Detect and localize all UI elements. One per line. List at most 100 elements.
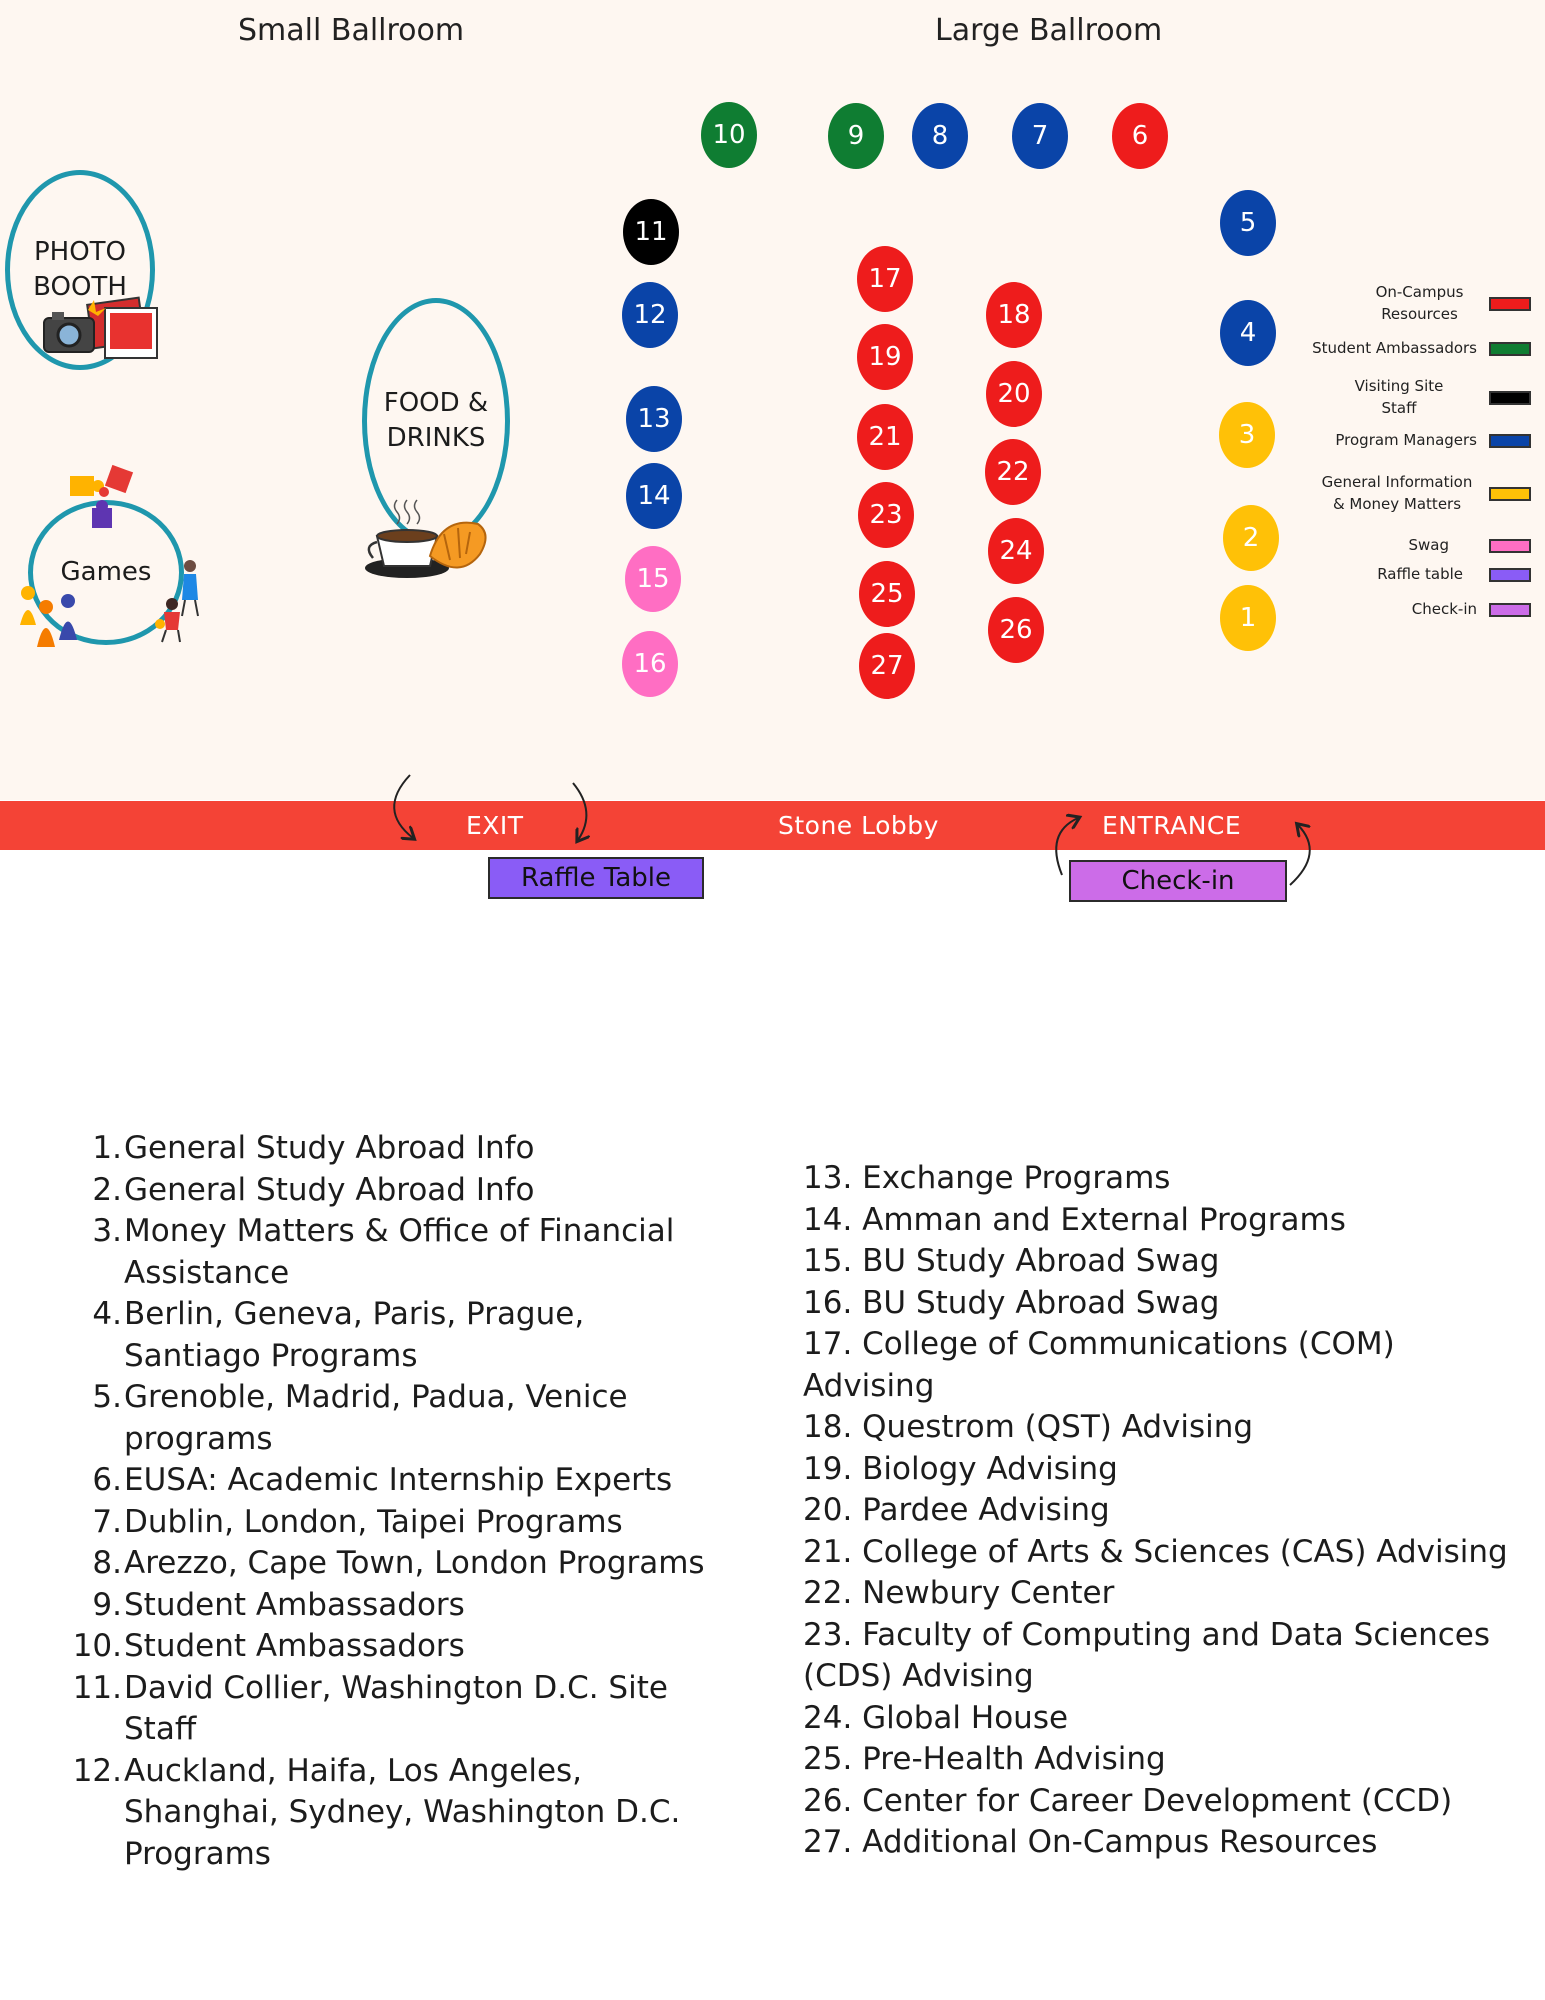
list-item: 22. Newbury Center — [803, 1575, 1115, 1611]
table-15: 15 — [625, 546, 681, 612]
table-19: 19 — [857, 324, 913, 390]
list-item-text: Money Matters & Office of Financial Assi… — [124, 1213, 675, 1291]
list-item-text: EUSA: Academic Internship Experts — [124, 1462, 673, 1498]
list-item: 20. Pardee Advising — [803, 1492, 1110, 1528]
table-number: 26 — [999, 615, 1033, 645]
legend-swatch — [1489, 341, 1531, 356]
list-item: 7.Dublin, London, Taipei Programs — [70, 1502, 720, 1544]
table-number: 20 — [997, 379, 1031, 409]
table-number: 16 — [633, 649, 667, 679]
table-1: 1 — [1220, 585, 1276, 651]
puzzle-pieces-icon — [70, 464, 134, 528]
table-number: 14 — [637, 481, 671, 511]
legend-label: Raffle table — [1377, 565, 1463, 583]
legend-label: Swag — [1408, 536, 1449, 554]
entrance-arrows-icon — [1055, 805, 1311, 886]
table-3: 3 — [1219, 402, 1275, 468]
list-item: 1.General Study Abroad Info — [70, 1128, 720, 1170]
list-item: 24. Global House — [803, 1699, 1069, 1736]
floor-map: Small Ballroom Large Ballroom PHOTO BOOT… — [0, 0, 1545, 800]
list-item: 10.Student Ambassadors — [70, 1626, 720, 1668]
list-item: 27. Additional On-Campus Resources — [803, 1824, 1378, 1860]
table-16: 16 — [622, 631, 678, 697]
list-item-text: Student Ambassadors — [124, 1586, 465, 1623]
table-number: 10 — [712, 120, 746, 150]
legend-item-site-staff: Visiting Site Staff — [1349, 376, 1531, 420]
table-number: 13 — [637, 404, 671, 434]
legend-label: General Information & Money Matters — [1321, 473, 1473, 513]
list-item-text: Arezzo, Cape Town, London Programs — [124, 1545, 705, 1581]
legend-item-general-info: General Information & Money Matters — [1317, 472, 1531, 516]
table-12: 12 — [622, 282, 678, 348]
table-18: 18 — [986, 282, 1042, 348]
list-item-number: 11. — [72, 1669, 122, 1706]
food-drinks-station: FOOD & DRINKS — [362, 298, 510, 544]
list-item-number: 12. — [72, 1752, 122, 1789]
list-item-number: 2. — [92, 1171, 122, 1208]
legend-item-program-managers: Program Managers — [1335, 430, 1531, 452]
table-22: 22 — [985, 439, 1041, 505]
list-item: 12.Auckland, Haifa, Los Angeles, Shangha… — [70, 1751, 720, 1876]
large-ballroom-title: Large Ballroom — [935, 13, 1163, 48]
list-item: 11.David Collier, Washington D.C. Site S… — [70, 1668, 720, 1751]
table-number: 9 — [847, 121, 865, 151]
stone-lobby-bar — [0, 801, 1545, 850]
legend-swatch — [1489, 486, 1531, 501]
coffee-croissant-icon — [365, 499, 487, 578]
legend-item-raffle: Raffle table — [1377, 564, 1531, 586]
table-number: 7 — [1031, 121, 1049, 151]
list-item: 17. College of Communications (COM) Advi… — [803, 1326, 1395, 1404]
legend-swatch — [1489, 433, 1531, 448]
list-item: 4.Berlin, Geneva, Paris, Prague, Santiag… — [70, 1294, 720, 1377]
table-17: 17 — [857, 246, 913, 312]
table-25: 25 — [859, 561, 915, 627]
table-number: 15 — [636, 564, 670, 594]
photo-booth-label-line2: BOOTH — [33, 272, 127, 302]
games-label: Games — [60, 556, 152, 587]
list-item-number: 7. — [92, 1503, 122, 1540]
list-item-number: 8. — [92, 1545, 122, 1581]
table-23: 23 — [858, 482, 914, 548]
table-9: 9 — [828, 103, 884, 169]
legend-swatch — [1489, 538, 1531, 553]
board-game-pawns-icon — [20, 586, 77, 647]
table-13: 13 — [626, 386, 682, 452]
food-label-line1: FOOD & — [383, 387, 489, 418]
stone-lobby-label: Stone Lobby — [778, 811, 939, 840]
entrance-label: ENTRANCE — [1102, 811, 1242, 840]
list-item: 13. Exchange Programs — [803, 1160, 1171, 1196]
table-number: 25 — [870, 579, 904, 609]
table-number: 19 — [868, 342, 902, 372]
people-playing-icon — [155, 560, 199, 643]
legend-label: Check-in — [1411, 600, 1477, 618]
table-number: 22 — [996, 457, 1030, 487]
legend-item-on-campus: On-Campus Resources — [1362, 282, 1531, 326]
list-item-number: 5. — [92, 1379, 122, 1415]
table-4: 4 — [1220, 300, 1276, 366]
table-number: 18 — [997, 300, 1031, 330]
list-item-number: 10. — [72, 1628, 122, 1664]
table-8: 8 — [912, 103, 968, 169]
table-7: 7 — [1012, 103, 1068, 169]
legend-label: On-Campus Resources — [1375, 283, 1464, 323]
list-item-text: Student Ambassadors — [124, 1628, 465, 1664]
table-number: 2 — [1242, 523, 1260, 553]
list-item: 3.Money Matters & Office of Financial As… — [70, 1211, 720, 1294]
food-label-line2: DRINKS — [386, 423, 486, 453]
table-number: 3 — [1238, 420, 1256, 450]
list-item-text: Dublin, London, Taipei Programs — [124, 1503, 623, 1540]
list-item-text: David Collier, Washington D.C. Site Staf… — [124, 1669, 668, 1748]
list-item-number: 4. — [92, 1296, 122, 1332]
list-item: 2.General Study Abroad Info — [70, 1170, 720, 1212]
list-item: 23. Faculty of Computing and Data Scienc… — [803, 1616, 1490, 1695]
list-item-number: 3. — [92, 1213, 122, 1249]
list-item: 19. Biology Advising — [803, 1450, 1118, 1487]
table-number: 11 — [634, 217, 668, 247]
table-14: 14 — [626, 463, 682, 529]
list-item: 25. Pre-Health Advising — [803, 1741, 1166, 1777]
list-item-text: General Study Abroad Info — [124, 1171, 535, 1208]
list-item-text: General Study Abroad Info — [124, 1130, 535, 1166]
list-item: 9.Student Ambassadors — [70, 1585, 720, 1627]
table-number: 21 — [868, 422, 902, 452]
